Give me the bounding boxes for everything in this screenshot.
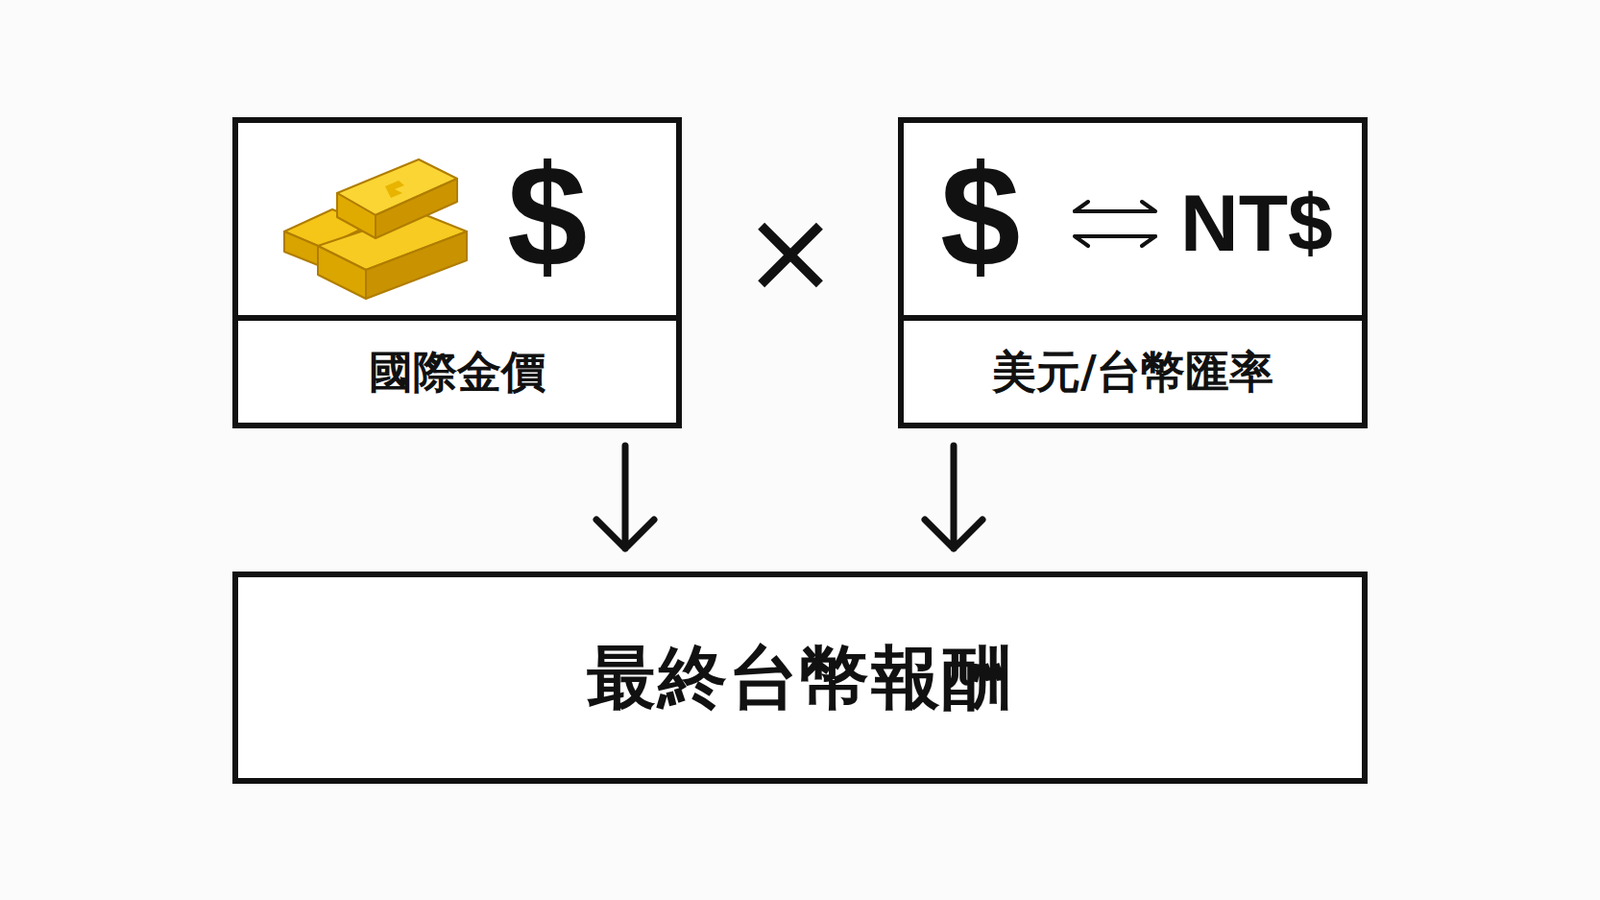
down-arrow	[924, 445, 983, 549]
box-label: 國際金價	[368, 347, 546, 397]
exchange-arrows	[1066, 190, 1164, 262]
result-label: 最終台幣報酬	[586, 631, 1014, 725]
arrow-line	[924, 445, 983, 549]
down-arrow	[596, 445, 655, 549]
label-panel: 國際金價	[238, 320, 677, 423]
currency-code: NT$	[1180, 182, 1334, 264]
box-label: 美元/台幣匯率	[992, 347, 1274, 397]
result-box: 最終台幣報酬	[232, 571, 1368, 784]
factor-box: $ NT$ 美元/台幣匯率	[897, 117, 1368, 429]
label-panel: 美元/台幣匯率	[903, 320, 1362, 423]
factor-box: $ 國際金價	[232, 117, 682, 429]
icon-panel: $ NT$	[903, 122, 1362, 321]
dollar-sign: $	[940, 144, 1020, 289]
icon-panel: $	[238, 122, 677, 321]
arrow-line	[596, 445, 655, 549]
dollar-sign: $	[507, 144, 587, 289]
operator-sign: ×	[742, 193, 840, 310]
gold-bars-icon	[274, 140, 486, 308]
